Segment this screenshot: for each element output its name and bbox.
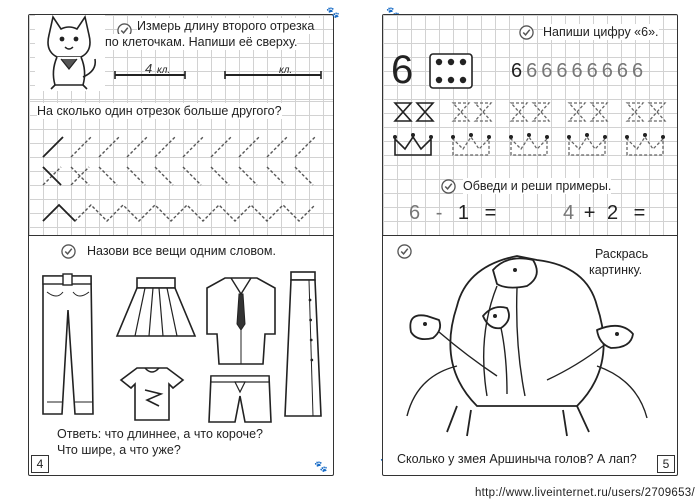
example2-b: 2	[606, 202, 619, 224]
digit-trace-row: 666666666	[511, 59, 647, 83]
math-example-1: 6 - 1 =	[409, 201, 496, 225]
digit-trace: 6	[632, 60, 648, 82]
digit-trace: 6	[526, 60, 542, 82]
bowtie-pattern	[393, 102, 667, 122]
task3-section: Назови все вещи одним словом.	[29, 236, 333, 475]
digit-trace: 6	[556, 60, 572, 82]
example1-b: 1	[457, 202, 470, 224]
check-circle-icon	[397, 244, 412, 259]
segment-two	[224, 71, 322, 79]
digit-trace: 6	[586, 60, 602, 82]
example1-op: -	[435, 202, 443, 224]
shorts-illustration	[208, 375, 272, 423]
right-task2-section: Обведи и реши примеры. 6 - 1 = 4 + 2 =	[383, 165, 677, 235]
task3-question-line2: Что шире, а что уже?	[57, 443, 181, 457]
segment-one-value: 4	[145, 61, 153, 76]
segment-two-unit: кл.	[279, 65, 293, 76]
example1-a: 6	[409, 202, 421, 224]
right-page: Напиши цифру «6». 6 666666666	[382, 14, 678, 476]
watermark-url: http://www.liveinternet.ru/users/2709653…	[474, 487, 695, 499]
task1-text-line2: по клеточкам. Напиши её сверху.	[105, 34, 298, 50]
task3-question-line1: Ответь: что длиннее, а что короче?	[57, 427, 263, 441]
paw-icon: 🐾	[314, 461, 328, 473]
task3-title: Назови все вещи одним словом.	[87, 244, 276, 258]
cat-illustration	[35, 15, 105, 91]
right-task1-title: Напиши цифру «6».	[543, 24, 659, 40]
dragon-illustration	[406, 255, 648, 437]
check-circle-icon	[117, 23, 132, 38]
shirt-illustration	[206, 277, 276, 365]
digit-sample: 6	[391, 48, 414, 92]
example2-op: +	[583, 202, 596, 224]
right-task2-title: Обведи и реши примеры.	[463, 178, 612, 194]
page-number-left: 4	[31, 455, 49, 473]
digit-trace: 6	[511, 60, 527, 82]
crown-pattern	[393, 133, 665, 156]
tshirt-illustration	[119, 367, 185, 421]
check-circle-icon	[519, 25, 534, 40]
right-task3-section: Раскрась картинку. Сколько у змея Аршин	[383, 236, 677, 475]
check-circle-icon	[61, 244, 76, 259]
digit-trace: 6	[616, 60, 632, 82]
left-page: Измерь длину второго отрезка по клеточка…	[28, 14, 334, 476]
task1-text-line1: Измерь длину второго отрезка	[137, 18, 315, 34]
example1-eq: =	[484, 202, 497, 224]
skirt-illustration	[115, 277, 197, 337]
segment-one-unit: кл.	[157, 65, 171, 76]
divider	[383, 235, 677, 236]
digit-trace: 6	[541, 60, 557, 82]
domino-six	[429, 53, 473, 89]
trace-pattern	[42, 136, 316, 222]
math-example-2: 4 + 2 =	[563, 201, 645, 225]
task2-section: На сколько один отрезок больше другого?	[29, 101, 333, 235]
check-circle-icon	[441, 179, 456, 194]
paw-icon: 🐾	[326, 7, 340, 19]
trousers-illustration	[42, 273, 94, 415]
task1-section: Измерь длину второго отрезка по клеточка…	[29, 15, 333, 101]
digit-trace: 6	[601, 60, 617, 82]
page-number-right: 5	[657, 455, 675, 473]
right-task1-section: Напиши цифру «6». 6 666666666	[383, 15, 677, 165]
right-task3-question: Сколько у змея Аршиныча голов? А лап?	[397, 452, 637, 466]
digit-trace: 6	[571, 60, 587, 82]
task2-question: На сколько один отрезок больше другого?	[37, 103, 282, 119]
right-task3-title-line2: картинку.	[589, 263, 643, 277]
divider	[29, 235, 333, 236]
right-task3-title-line1: Раскрась	[595, 247, 649, 261]
long-skirt-illustration	[284, 271, 322, 417]
example2-a: 4	[563, 202, 575, 224]
segment-one	[114, 71, 186, 79]
example2-eq: =	[633, 202, 646, 224]
